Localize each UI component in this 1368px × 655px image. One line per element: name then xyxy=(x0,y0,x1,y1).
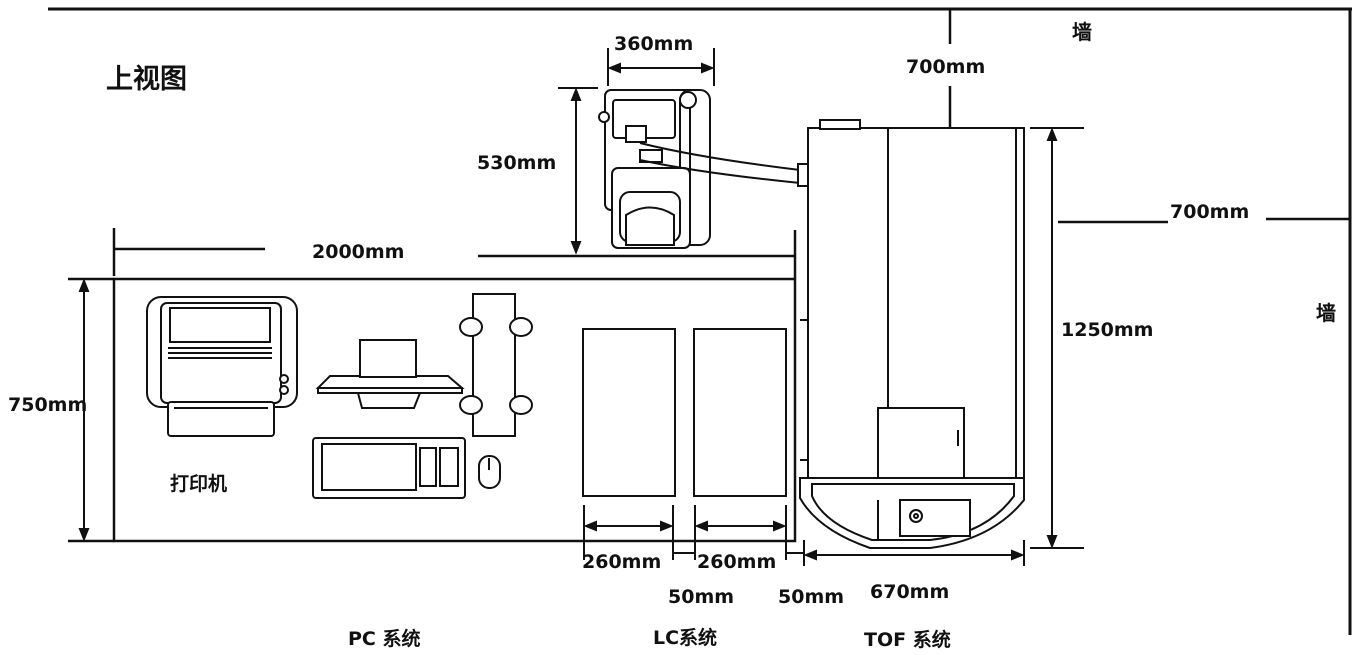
lc-tof-gap-label: 50mm xyxy=(778,586,844,608)
pump-depth-dimension xyxy=(558,87,598,255)
table-length-dimension xyxy=(112,228,797,278)
top-wall-label: 墙 xyxy=(1072,20,1092,44)
lc-width-2-label: 260mm xyxy=(697,551,776,573)
walls xyxy=(48,7,1352,635)
pump-width-label: 360mm xyxy=(614,33,693,55)
top-wall-clearance-label: 700mm xyxy=(906,56,985,78)
tof-unit xyxy=(799,119,1025,549)
tof-width-dimension xyxy=(803,540,1025,566)
pc-tower-icon xyxy=(459,293,533,437)
pump-depth-label: 530mm xyxy=(477,152,556,174)
lc-system-label: LC系统 xyxy=(653,626,717,649)
tof-depth-dimension xyxy=(1030,127,1084,549)
tof-system-label: TOF 系统 xyxy=(864,628,951,651)
lc-gap-label: 50mm xyxy=(668,586,734,608)
lc-module-2 xyxy=(693,328,787,497)
table-length-label: 2000mm xyxy=(312,241,404,263)
right-wall-clearance-label: 700mm xyxy=(1170,201,1249,223)
lc-module-1 xyxy=(582,328,676,497)
table-depth-dimension xyxy=(78,278,90,542)
lc-modules xyxy=(582,328,787,497)
tof-width-label: 670mm xyxy=(870,581,949,603)
mouse-icon xyxy=(478,455,501,489)
printer-label: 打印机 xyxy=(170,472,227,495)
lc-width-dimensions xyxy=(583,505,804,560)
table-depth-label: 750mm xyxy=(8,394,87,416)
page-title: 上视图 xyxy=(106,64,187,95)
right-wall-clearance-dimension xyxy=(1058,217,1350,224)
pc-system-label: PC 系统 xyxy=(348,627,420,650)
printer-icon xyxy=(146,296,298,437)
lc-width-1-label: 260mm xyxy=(582,551,661,573)
tof-depth-label: 1250mm xyxy=(1061,319,1153,341)
keyboard-icon xyxy=(312,437,466,499)
monitor-icon xyxy=(315,339,465,409)
right-wall-label: 墙 xyxy=(1316,301,1336,325)
pump-width-dimension xyxy=(607,48,715,86)
